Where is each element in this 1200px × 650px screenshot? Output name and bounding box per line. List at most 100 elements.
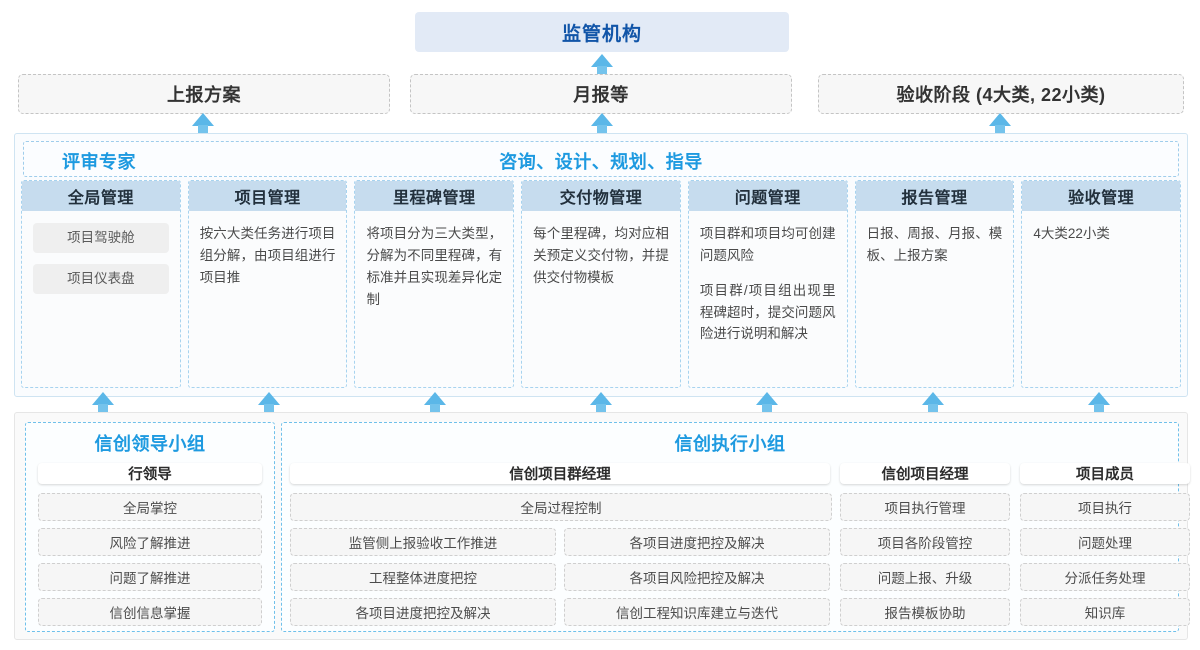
card-title: 报告管理 [855,181,1014,211]
report-box-monthly[interactable]: 月报等 [410,74,792,114]
arrow-shaft [928,404,938,418]
arrow-head-icon [424,392,446,405]
arrow-up-teams-7 [1088,392,1110,418]
arrow-up-to-report-plan [192,113,214,139]
list-item[interactable]: 各项目风险把控及解决 [564,563,830,591]
arrow-up-teams-5 [756,392,778,418]
service-card-deliverable[interactable]: 交付物管理 每个里程碑，均对应相关预定义交付物，并提供交付物模板 [521,180,681,388]
report-box-acceptance[interactable]: 验收阶段 (4大类, 22小类) [818,74,1184,114]
card-title: 全局管理 [22,181,180,211]
list-item[interactable]: 监管侧上报验收工作推进 [290,528,556,556]
list-item[interactable]: 问题了解推进 [38,563,262,591]
card-paragraph: 4大类22小类 [1033,226,1110,241]
arrow-up-teams-6 [922,392,944,418]
service-card-report[interactable]: 报告管理 日报、周报、月报、模板、上报方案 [854,180,1015,388]
program-manager-right-column: 各项目进度把控及解决 各项目风险把控及解决 信创工程知识库建立与迭代 [564,528,830,626]
card-paragraph: 每个里程碑，均对应相关预定义交付物，并提供交付物模板 [533,226,669,285]
program-manager-left-column: 监管侧上报验收工作推进 工程整体进度把控 各项目进度把控及解决 [290,528,556,626]
card-body: 项目群和项目均可创建问题风险 项目群/项目组出现里程碑超时，提交问题风险进行说明… [689,211,847,387]
list-item[interactable]: 问题上报、升级 [840,563,1010,591]
list-item[interactable]: 项目各阶段管控 [840,528,1010,556]
list-item[interactable]: 项目执行管理 [840,493,1010,521]
role-header[interactable]: 信创项目经理 [840,463,1010,484]
list-item[interactable]: 风险了解推进 [38,528,262,556]
arrow-shaft [597,125,607,139]
card-paragraph: 项目群/项目组出现里程碑超时，提交问题风险进行说明和解决 [699,282,836,342]
leading-group-columns: 行领导 全局掌控 风险了解推进 问题了解推进 信创信息掌握 [38,463,262,626]
arrow-shaft [264,404,274,418]
card-body: 项目驾驶舱 项目仪表盘 [22,211,180,387]
list-item[interactable]: 问题处理 [1020,528,1190,556]
services-panel-header: 评审专家 咨询、设计、规划、指导 [23,141,1179,177]
service-card-acceptance[interactable]: 验收管理 4大类22小类 [1021,180,1182,388]
role-column-bank-leader: 行领导 全局掌控 风险了解推进 问题了解推进 信创信息掌握 [38,463,262,626]
role-item-list: 项目执行管理 项目各阶段管控 问题上报、升级 报告模板协助 [840,493,1010,626]
card-title: 项目管理 [188,181,347,211]
card-body: 每个里程碑，均对应相关预定义交付物，并提供交付物模板 [522,211,680,387]
arrow-up-teams-4 [590,392,612,418]
list-item[interactable]: 工程整体进度把控 [290,563,556,591]
services-panel: 评审专家 咨询、设计、规划、指导 全局管理 项目驾驶舱 项目仪表盘 项目管理 按… [14,133,1188,397]
role-header[interactable]: 项目成员 [1020,463,1190,484]
list-item[interactable]: 各项目进度把控及解决 [564,528,830,556]
consulting-title: 咨询、设计、规划、指导 [499,152,703,172]
list-item[interactable]: 项目执行 [1020,493,1190,521]
card-body: 4大类22小类 [1022,211,1180,387]
card-body: 日报、周报、月报、模板、上报方案 [856,211,1014,387]
role-item-list: 全局过程控制 监管侧上报验收工作推进 工程整体进度把控 各项目进度把控及解决 各… [290,493,832,626]
list-item[interactable]: 全局掌控 [38,493,262,521]
teams-panel: 信创领导小组 行领导 全局掌控 风险了解推进 问题了解推进 信创信息掌握 信创执… [14,412,1190,640]
arrow-shaft [430,404,440,418]
arrow-up-teams-3 [424,392,446,418]
list-item[interactable]: 各项目进度把控及解决 [290,598,556,626]
card-title: 里程碑管理 [355,181,514,211]
arrow-up-to-authority [591,54,613,80]
arrow-head-icon [756,392,778,405]
card-body: 按六大类任务进行项目组分解，由项目组进行项目推 [189,211,347,387]
leading-group: 信创领导小组 行领导 全局掌控 风险了解推进 问题了解推进 信创信息掌握 [25,422,275,632]
authority-box: 监管机构 [415,12,789,52]
card-paragraph: 日报、周报、月报、模板、上报方案 [866,226,1003,263]
report-box-plan[interactable]: 上报方案 [18,74,390,114]
card-title: 问题管理 [688,181,847,211]
role-header[interactable]: 行领导 [38,463,262,484]
role-column-program-manager: 信创项目群经理 全局过程控制 监管侧上报验收工作推进 工程整体进度把控 各项目进… [290,463,832,626]
service-card-milestone[interactable]: 里程碑管理 将项目分为三大类型，分解为不同里程碑，有标准并且实现差异化定制 [354,180,515,388]
arrow-shaft [98,404,108,418]
chip-cockpit[interactable]: 项目驾驶舱 [33,223,169,253]
service-card-global[interactable]: 全局管理 项目驾驶舱 项目仪表盘 [21,180,181,388]
report-label: 上报方案 [167,85,241,105]
arrow-shaft [596,404,606,418]
role-header[interactable]: 信创项目群经理 [290,463,830,484]
service-card-list: 全局管理 项目驾驶舱 项目仪表盘 项目管理 按六大类任务进行项目组分解，由项目组… [21,180,1182,388]
card-paragraph: 将项目分为三大类型，分解为不同里程碑，有标准并且实现差异化定制 [366,226,503,307]
arrow-shaft [995,125,1005,139]
card-title: 验收管理 [1022,181,1181,211]
arrow-head-icon [590,392,612,405]
list-item[interactable]: 信创工程知识库建立与迭代 [564,598,830,626]
execution-group: 信创执行小组 信创项目群经理 全局过程控制 监管侧上报验收工作推进 工程整体进度… [281,422,1190,632]
service-card-issue[interactable]: 问题管理 项目群和项目均可创建问题风险 项目群/项目组出现里程碑超时，提交问题风… [687,180,848,388]
service-card-project[interactable]: 项目管理 按六大类任务进行项目组分解，由项目组进行项目推 [187,180,348,388]
list-item[interactable]: 知识库 [1020,598,1190,626]
program-manager-two-columns: 监管侧上报验收工作推进 工程整体进度把控 各项目进度把控及解决 各项目进度把控及… [290,528,830,626]
arrow-head-icon [989,113,1011,126]
chip-dashboard[interactable]: 项目仪表盘 [33,264,169,294]
card-title: 交付物管理 [522,181,680,211]
list-item[interactable]: 信创信息掌握 [38,598,262,626]
arrow-head-icon [922,392,944,405]
leading-group-title: 信创领导小组 [94,434,206,454]
list-item[interactable]: 报告模板协助 [840,598,1010,626]
arrow-head-icon [192,113,214,126]
role-item-list: 全局掌控 风险了解推进 问题了解推进 信创信息掌握 [38,493,262,626]
role-column-project-member: 项目成员 项目执行 问题处理 分派任务处理 知识库 [1020,463,1190,626]
arrow-shaft [1094,404,1104,418]
list-item[interactable]: 分派任务处理 [1020,563,1190,591]
role-column-project-manager: 信创项目经理 项目执行管理 项目各阶段管控 问题上报、升级 报告模板协助 [840,463,1010,626]
arrow-up-to-report-acceptance [989,113,1011,139]
list-item-full-width[interactable]: 全局过程控制 [290,493,832,521]
execution-group-columns: 信创项目群经理 全局过程控制 监管侧上报验收工作推进 工程整体进度把控 各项目进… [290,463,1190,626]
arrow-up-to-report-monthly [591,113,613,139]
role-item-list: 项目执行 问题处理 分派任务处理 知识库 [1020,493,1190,626]
